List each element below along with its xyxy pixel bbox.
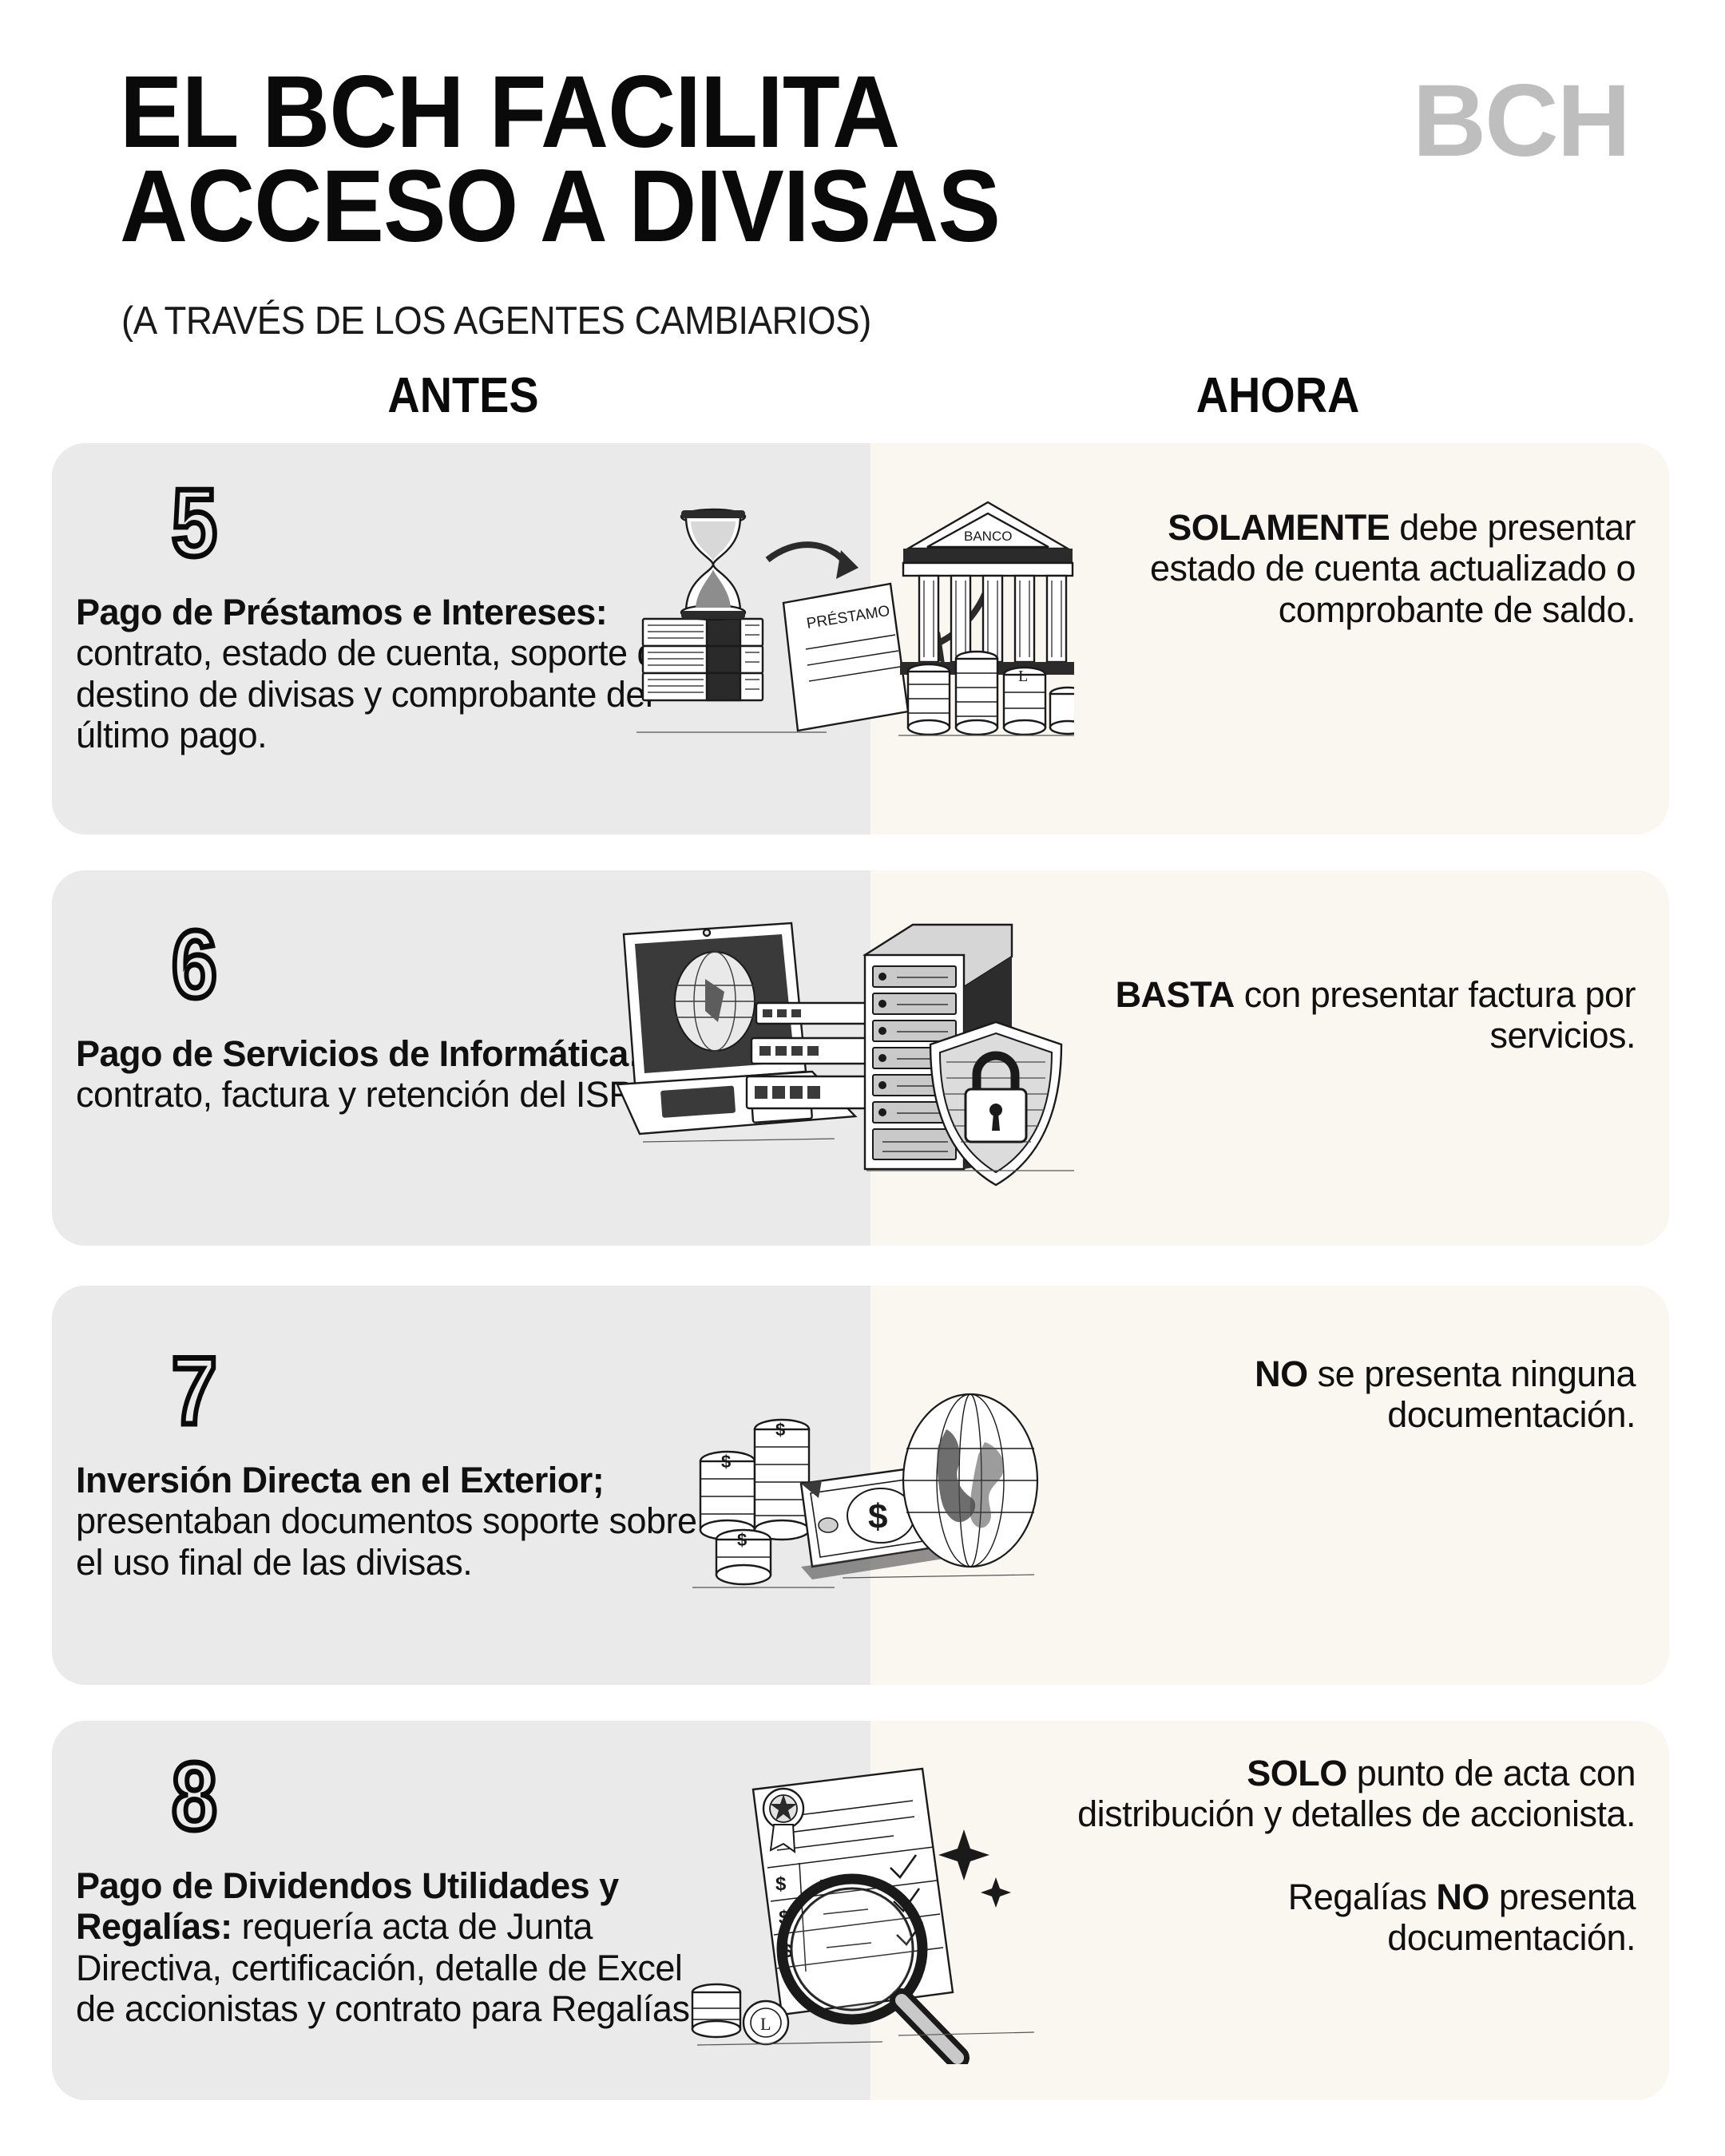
step-number: 5 [169, 470, 220, 577]
ahora-lead: SOLAMENTE [1168, 507, 1390, 548]
antes-detail: contrato, factura y retención del ISR. [76, 1074, 644, 1116]
svg-text:$: $ [779, 1907, 790, 1928]
ahora-content: SOLAMENTE debe presentar estado de cuent… [1077, 507, 1636, 630]
ahora-detail: con presentar factura por servicios. [1234, 974, 1636, 1056]
page-subtitle: (A TRAVÉS DE LOS AGENTES CAMBIARIOS) [121, 299, 871, 343]
comparison-card: 8 Pago de Dividendos Utilidades y Regalí… [52, 1721, 1669, 2100]
antes-content: 8 Pago de Dividendos Utilidades y Regalí… [76, 1743, 715, 2029]
ahora-detail: se presenta ninguna documentación. [1307, 1353, 1636, 1436]
comparison-card: 5 Pago de Préstamos e Intereses: contrat… [52, 443, 1669, 834]
ahora-p2-bold: NO [1436, 1876, 1489, 1917]
antes-text: Pago de Dividendos Utilidades y Regalías… [76, 1865, 715, 2029]
antes-title: Inversión Directa en el Exterior; [76, 1460, 605, 1500]
svg-text:$: $ [868, 1497, 887, 1536]
step-number: 7 [169, 1338, 220, 1445]
ahora-detail: debe presentar estado de cuenta actualiz… [1150, 507, 1636, 630]
bch-logo: BCH [1412, 64, 1631, 178]
antes-text: Inversión Directa en el Exterior; presen… [76, 1460, 715, 1583]
ahora-lead: BASTA [1115, 974, 1235, 1015]
certificate-magnifier-coins-icon: $ $ $ [683, 1761, 1058, 2064]
antes-detail: contrato, estado de cuenta, soporte del … [76, 632, 684, 755]
svg-text:$: $ [775, 1873, 787, 1895]
svg-text:L: L [1018, 668, 1028, 685]
loan-doc-label: PRÉSTAMO [805, 603, 890, 632]
step-number: 6 [169, 911, 220, 1018]
coins-banknote-globe-icon: $ $ [683, 1373, 1058, 1613]
antes-title: Pago de Servicios de Informática: [76, 1033, 640, 1074]
page-title: EL BCH FACILITA ACCESO A DIVISAS [120, 55, 1278, 264]
page-header: EL BCH FACILITA ACCESO A DIVISAS (A TRAV… [0, 0, 1725, 435]
antes-content: 5 Pago de Préstamos e Intereses: contrat… [76, 470, 715, 755]
ahora-paragraph-1: SOLO punto de acta con distribución y de… [1077, 1753, 1636, 1834]
ahora-lead: SOLO [1247, 1753, 1347, 1793]
antes-title: Pago de Dividendos Utilidades y Regalías… [76, 1865, 619, 1948]
antes-title: Pago de Préstamos e Intereses: [76, 592, 608, 632]
ahora-content: SOLO punto de acta con distribución y de… [1077, 1753, 1636, 1958]
ahora-content: BASTA con presentar factura por servicio… [1077, 974, 1636, 1056]
svg-text:$: $ [782, 1940, 793, 1962]
ahora-lead: NO [1255, 1353, 1308, 1394]
column-header-ahora: AHORA [1196, 368, 1360, 423]
antes-content: 6 Pago de Servicios de Informática: cont… [76, 911, 715, 1116]
svg-text:L: L [760, 2014, 771, 2034]
column-header-antes: ANTES [387, 368, 539, 423]
antes-detail: requería acta de Junta Directiva, certif… [76, 1906, 700, 2029]
ahora-panel [870, 1721, 1669, 2100]
title-line-1: EL BCH FACILITA [120, 55, 900, 169]
bank-label: BANCO [964, 529, 1012, 544]
svg-text:$: $ [737, 1530, 747, 1550]
antes-content: 7 Inversión Directa en el Exterior; pres… [76, 1338, 715, 1583]
antes-detail: presentaban documentos soporte sobre el … [76, 1500, 697, 1583]
ahora-content: NO se presenta ninguna documentación. [1077, 1353, 1636, 1436]
comparison-card: 6 Pago de Servicios de Informática: cont… [52, 870, 1669, 1246]
antes-text: Pago de Servicios de Informática: contra… [76, 1033, 715, 1116]
comparison-card: 7 Inversión Directa en el Exterior; pres… [52, 1286, 1669, 1685]
svg-text:$: $ [721, 1452, 731, 1472]
step-number: 8 [169, 1743, 220, 1850]
ahora-detail: punto de acta con distribución y detalle… [1077, 1753, 1636, 1835]
ahora-p2-pre: Regalías [1287, 1876, 1437, 1917]
ahora-paragraph-2: Regalías NO presenta documentación. [1077, 1877, 1636, 1959]
antes-text: Pago de Préstamos e Intereses: contrato,… [76, 592, 715, 755]
ahora-p2-post: presenta documentación. [1387, 1876, 1636, 1958]
title-line-2: ACCESO A DIVISAS [120, 149, 1001, 264]
svg-text:$: $ [775, 1420, 785, 1440]
